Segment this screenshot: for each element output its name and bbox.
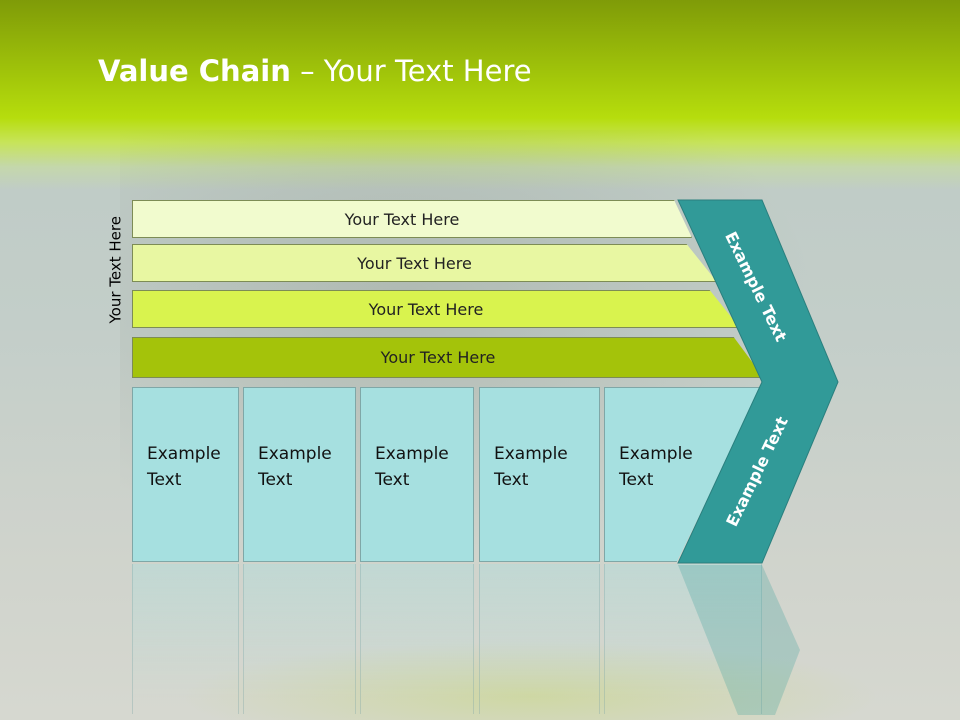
band-4-label: Your Text Here [380,348,496,367]
activity-box-2: Example Text [243,387,356,562]
band-3-label: Your Text Here [368,299,484,319]
activity-box-4: Example Text [479,387,600,562]
box-1-line-1: Example [147,444,221,464]
box-2-line-2: Text [258,470,293,490]
box-5-line-2: Text [619,470,654,490]
activity-box-3: Example Text [360,387,474,562]
band-4: Your Text Here [132,337,764,378]
box-2-reflection [243,564,356,714]
box-5-reflection [604,564,762,714]
band-1-label: Your Text Here [344,209,460,229]
slide-title: Value Chain – Your Text Here [98,54,532,88]
box-1-line-2: Text [147,470,182,490]
band-2-label: Your Text Here [357,253,472,273]
band-1: Your Text Here [132,200,692,238]
box-4-line-1: Example [494,444,568,464]
box-3-reflection [360,564,474,714]
box-3-line-1: Example [375,444,449,464]
title-rest: – Your Text Here [290,54,532,88]
box-1-reflection [132,564,239,714]
box-4-line-2: Text [494,470,529,490]
box-2-line-1: Example [258,444,332,464]
band-3: Your Text Here [132,290,740,328]
header-bar [0,0,960,190]
activity-box-1: Example Text [132,387,239,562]
box-4-reflection [479,564,600,714]
band-2: Your Text Here [132,244,717,282]
chevron-reflection [678,565,800,715]
box-5-line-1: Example [619,444,693,464]
chevron-shape [677,199,839,564]
background-ground [180,640,880,720]
title-bold: Value Chain [98,54,291,88]
box-3-line-2: Text [375,470,410,490]
